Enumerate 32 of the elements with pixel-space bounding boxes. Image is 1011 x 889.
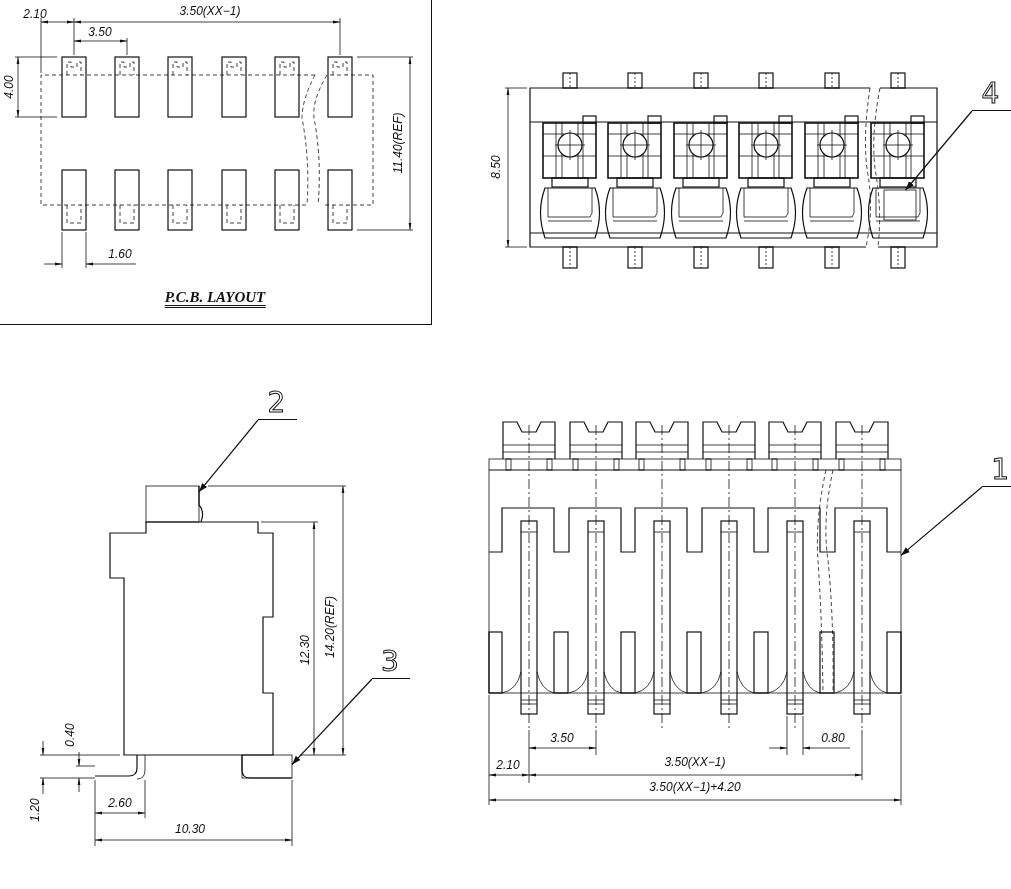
dimension-label: 0.80 bbox=[821, 732, 845, 744]
solder-lead bbox=[241, 754, 293, 779]
dimension-label: 14.20(REF) bbox=[324, 596, 336, 658]
dimension-label: 2.60 bbox=[108, 797, 132, 809]
callout-number: 4 bbox=[972, 74, 1011, 111]
dimension-label: 1.20 bbox=[29, 798, 41, 822]
leader-line bbox=[291, 678, 373, 766]
leader-line bbox=[905, 110, 973, 191]
callout-number: 2 bbox=[258, 383, 297, 420]
dimension-label: 4.00 bbox=[3, 75, 15, 99]
dimension-label: 8.50 bbox=[490, 155, 502, 179]
leader-line bbox=[900, 486, 983, 556]
pcb-layout-panel bbox=[0, 0, 432, 325]
dimension-label: 12.30 bbox=[299, 635, 311, 665]
dimension-label: 3.50(XX−1) bbox=[179, 5, 241, 17]
callout-number: 3 bbox=[372, 642, 410, 679]
dimension-label: 0.40 bbox=[64, 723, 76, 747]
dimension-label: 2.10 bbox=[496, 759, 520, 771]
push-button bbox=[145, 485, 200, 523]
panel-title: P.C.B. LAYOUT bbox=[164, 288, 266, 308]
dimension-label: 3.50 bbox=[550, 732, 574, 744]
dimension-label: 3.50(XX−1)+4.20 bbox=[649, 781, 741, 793]
callout-number: 1 bbox=[982, 450, 1011, 487]
clamp-cavity bbox=[883, 189, 917, 221]
leader-line bbox=[198, 419, 259, 493]
dimension-label: 3.50 bbox=[88, 26, 112, 38]
dimension-label: 1.60 bbox=[108, 248, 132, 260]
housing-body bbox=[488, 458, 902, 694]
dimension-label: 10.30 bbox=[175, 823, 205, 835]
dimension-label: 11.40(REF) bbox=[392, 112, 404, 174]
dimension-label: 3.50(XX−1) bbox=[664, 756, 726, 768]
dimension-label: 2.10 bbox=[23, 8, 47, 20]
